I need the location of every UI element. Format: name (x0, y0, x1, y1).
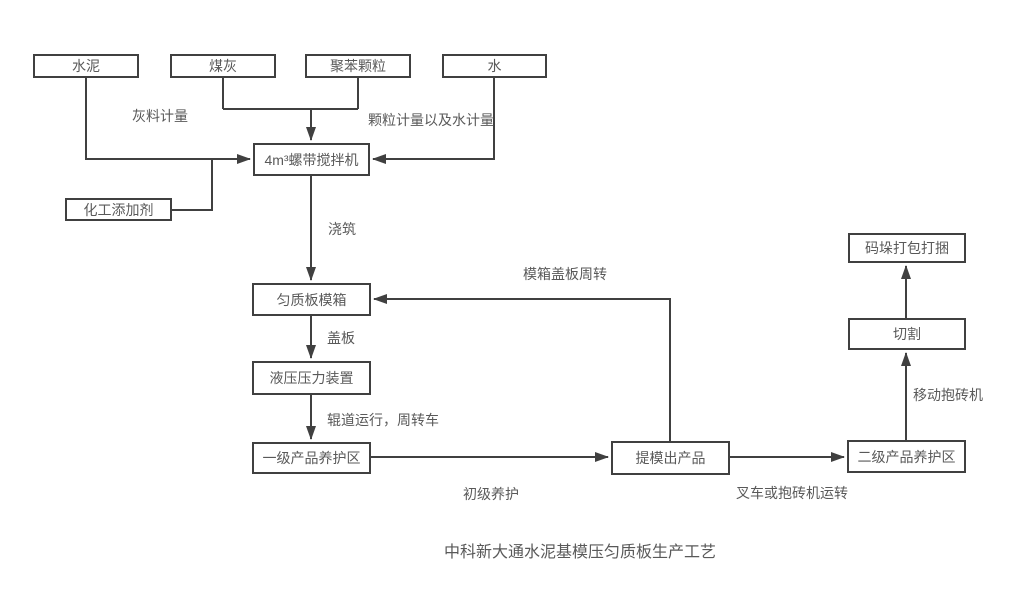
flow-edge-demolded-product-to-mold-box (373, 294, 671, 441)
flow-node-demolded-product: 提模出产品 (611, 441, 730, 475)
primary-curing-label: 初级养护 (463, 486, 519, 502)
flow-node-secondary-curing-area: 二级产品养护区 (847, 440, 966, 473)
ash-metering-label: 灰料计量 (132, 108, 188, 124)
flow-node-cutting: 切割 (848, 318, 966, 350)
cover-plate-label: 盖板 (327, 330, 355, 346)
mobile-brick-clamp-label: 移动抱砖机 (913, 387, 983, 403)
flow-edge-water-to-ribbon-mixer (372, 78, 495, 164)
flow-node-cement: 水泥 (33, 54, 139, 78)
flow-node-primary-curing-area: 一级产品养护区 (252, 442, 371, 474)
flow-node-water: 水 (442, 54, 547, 78)
flow-node-hydraulic-press: 液压压力装置 (252, 361, 371, 395)
flow-edge-cement-to-ribbon-mixer (85, 78, 251, 164)
moldbox-cover-cycle-label: 模箱盖板周转 (523, 266, 607, 282)
flow-node-mold-box: 匀质板模箱 (252, 283, 371, 316)
diagram-title: 中科新大通水泥基模压匀质板生产工艺 (443, 544, 717, 561)
pouring-label: 浇筑 (328, 221, 356, 237)
granule-water-metering-label: 颗粒计量以及水计量 (368, 112, 494, 128)
roller-transfer-label: 辊道运行，周转车 (327, 412, 439, 428)
forklift-transfer-label: 叉车或抱砖机运转 (736, 485, 848, 501)
flow-node-chemical-additive: 化工添加剂 (65, 198, 172, 221)
flow-node-palletizing: 码垛打包打捆 (848, 233, 966, 263)
flow-node-polystyrene-granules: 聚苯颗粒 (305, 54, 411, 78)
flow-node-ribbon-mixer: 4m³螺带搅拌机 (253, 143, 370, 176)
flow-node-coal-ash: 煤灰 (170, 54, 276, 78)
flow-edge-chemical-additive-to-cement-mixer-line (172, 159, 213, 211)
